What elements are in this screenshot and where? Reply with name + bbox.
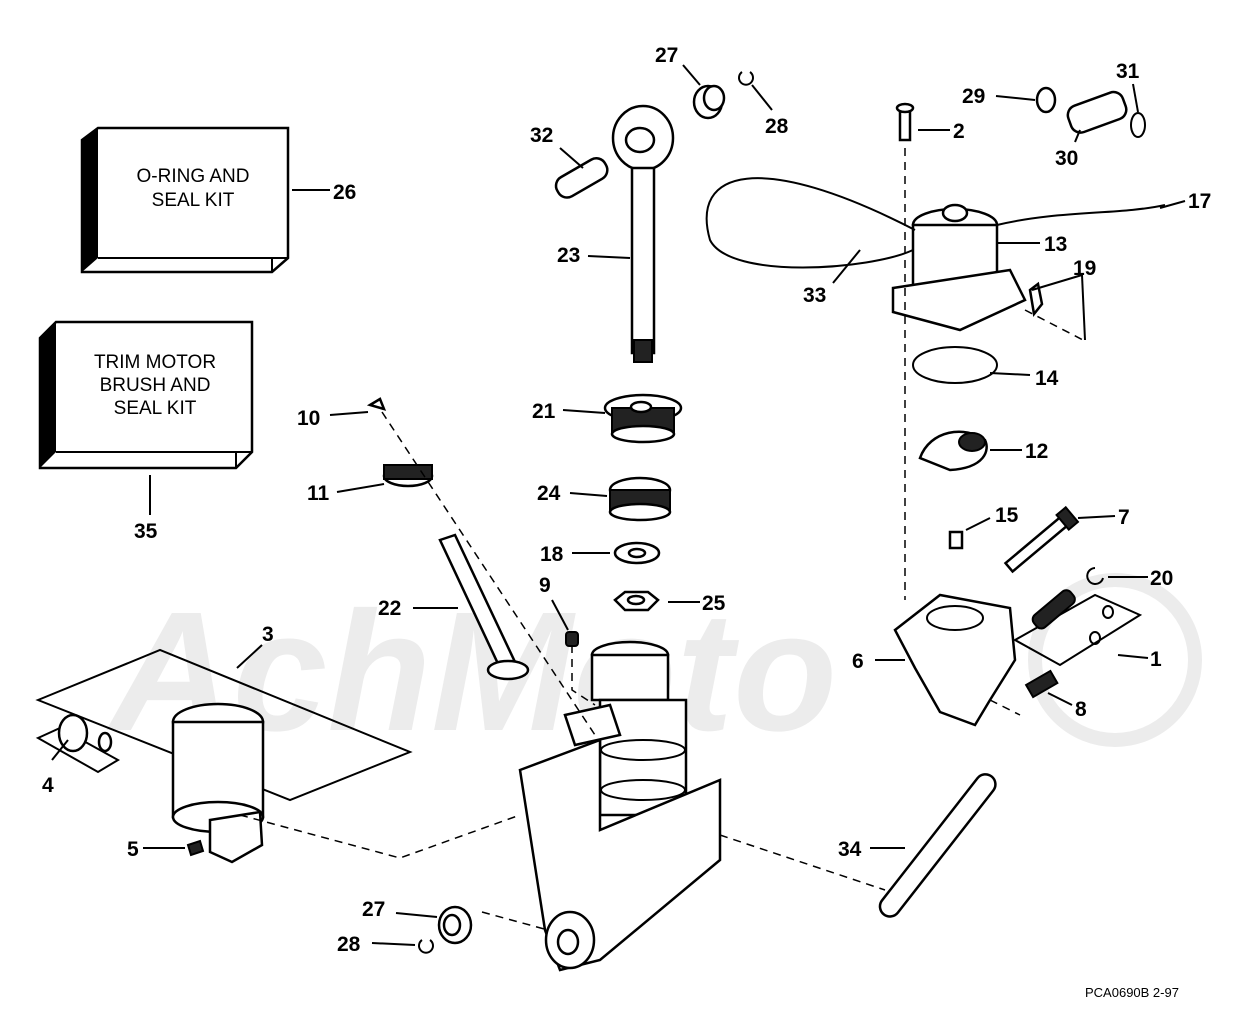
connector-30 (1066, 90, 1128, 134)
trim-kit-label-line1: TRIM MOTOR (94, 352, 216, 373)
cylinder-housing (518, 640, 722, 972)
callout-25: 25 (702, 592, 726, 615)
callout-9: 9 (539, 574, 551, 597)
wire-17 (996, 204, 1166, 226)
pin-32 (554, 157, 609, 199)
callout-22: 22 (378, 597, 401, 620)
callout-1: 1 (1150, 648, 1162, 671)
trim-kit-label-line3: SEAL KIT (114, 398, 197, 419)
screw-8 (1024, 669, 1059, 699)
trim-motor-13 (891, 203, 1027, 332)
callout-33: 33 (803, 284, 826, 307)
callout-21: 21 (532, 400, 556, 423)
callout-18: 18 (540, 543, 564, 566)
screw-9 (565, 631, 579, 647)
cover-12 (918, 430, 988, 472)
callout-6: 6 (852, 650, 864, 673)
callout-27-top: 27 (655, 44, 678, 67)
callout-28-bottom: 28 (337, 933, 361, 956)
callout-7: 7 (1118, 506, 1130, 529)
callout-28-top: 28 (765, 115, 789, 138)
callout-8: 8 (1075, 698, 1087, 721)
callout-12: 12 (1025, 440, 1048, 463)
callout-13: 13 (1044, 233, 1067, 256)
screw-5 (186, 839, 205, 857)
clip-20 (1086, 567, 1104, 585)
plug-11 (382, 464, 434, 488)
screw-10 (366, 397, 387, 411)
bushing-4 (35, 713, 121, 774)
callout-34: 34 (838, 838, 862, 861)
callout-23: 23 (557, 244, 580, 267)
callout-4: 4 (42, 774, 54, 797)
pin-34 (878, 773, 997, 918)
callout-30: 30 (1055, 147, 1078, 170)
screw-15 (948, 530, 964, 550)
bushing-27-bottom (437, 905, 473, 945)
callout-17: 17 (1188, 190, 1211, 213)
pump-body-6 (893, 593, 1017, 727)
callout-5: 5 (127, 838, 139, 861)
callout-14: 14 (1035, 367, 1059, 390)
callout-11: 11 (307, 482, 330, 505)
tube-22 (438, 533, 530, 681)
callout-32: 32 (530, 124, 553, 147)
callout-10: 10 (297, 407, 320, 430)
clip-28-top (738, 71, 754, 86)
screw-2 (895, 102, 915, 142)
clip-28-bottom (418, 939, 434, 954)
callout-31: 31 (1116, 60, 1140, 83)
bolt-7 (1003, 505, 1080, 574)
oring-seal-kit-box: O-RING AND SEAL KIT (80, 126, 290, 274)
callout-27-bottom: 27 (362, 898, 385, 921)
valve-1 (1012, 589, 1143, 667)
callout-15: 15 (995, 504, 1019, 527)
callout-2: 2 (953, 120, 965, 143)
parts-drawings (35, 71, 1166, 972)
oring-kit-label-line1: O-RING AND (137, 166, 250, 187)
callout-labels: 1 2 3 4 5 6 7 8 9 10 11 12 13 14 15 17 1… (42, 44, 1211, 956)
callout-19: 19 (1073, 257, 1096, 280)
trim-kit-label-line2: BRUSH AND (100, 375, 211, 396)
clip-19 (1028, 281, 1044, 317)
callout-35: 35 (134, 520, 158, 543)
oring-14 (912, 346, 998, 384)
trim-motor-brush-kit-box: TRIM MOTOR BRUSH AND SEAL KIT (38, 320, 254, 470)
washer-18 (613, 541, 661, 565)
callout-20: 20 (1150, 567, 1173, 590)
nut-25 (613, 590, 660, 612)
diagram-code: PCA0690B 2-97 (1085, 985, 1179, 1000)
trim-rod-23 (611, 104, 675, 363)
piston-24 (608, 476, 672, 522)
callout-3: 3 (262, 623, 274, 646)
oring-kit-label-line2: SEAL KIT (152, 190, 235, 211)
callout-24: 24 (537, 482, 561, 505)
reservoir-3 (35, 648, 413, 864)
watermark-wheel (1028, 573, 1202, 747)
oring-31 (1130, 112, 1146, 138)
leader-lines (51, 64, 1186, 946)
seal-29 (1035, 86, 1057, 114)
callout-26: 26 (333, 181, 356, 204)
callout-29: 29 (962, 85, 985, 108)
cap-21 (603, 393, 683, 444)
bushing-27-top (692, 84, 726, 120)
wire-33 (705, 177, 916, 269)
